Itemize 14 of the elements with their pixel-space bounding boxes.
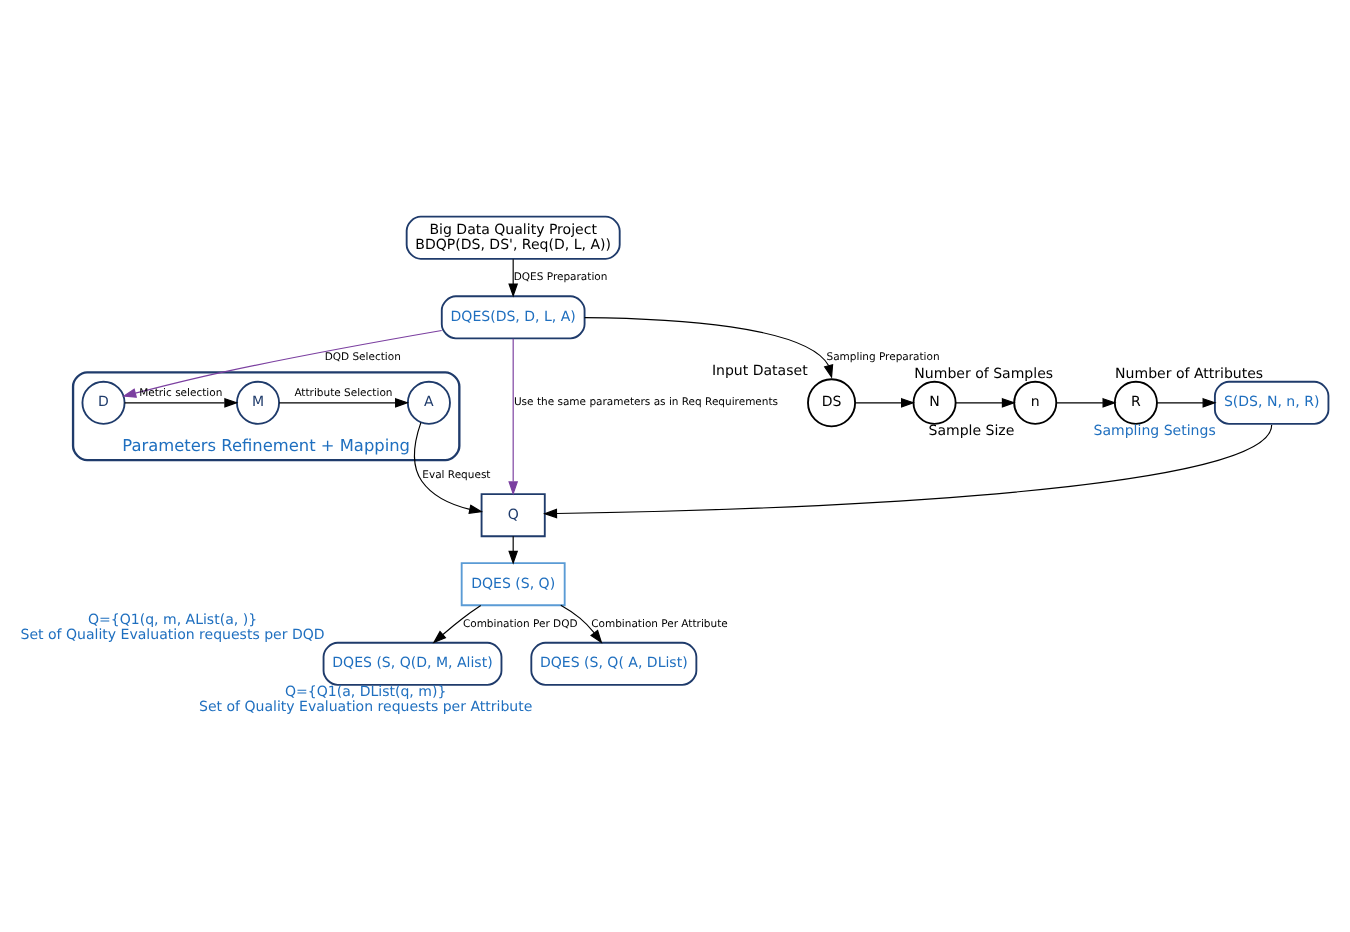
arrow <box>543 424 1273 519</box>
arrow <box>508 258 519 298</box>
arrow <box>955 397 1016 408</box>
arrow <box>1156 397 1217 408</box>
arrow <box>855 397 916 408</box>
arrow <box>122 329 443 398</box>
arrow <box>1055 397 1117 408</box>
arrow <box>508 338 519 496</box>
arrow <box>432 604 482 644</box>
arrow <box>414 422 484 515</box>
arrow <box>124 397 239 408</box>
arrow <box>584 317 834 379</box>
arrow <box>278 397 410 408</box>
arrow <box>560 604 603 644</box>
